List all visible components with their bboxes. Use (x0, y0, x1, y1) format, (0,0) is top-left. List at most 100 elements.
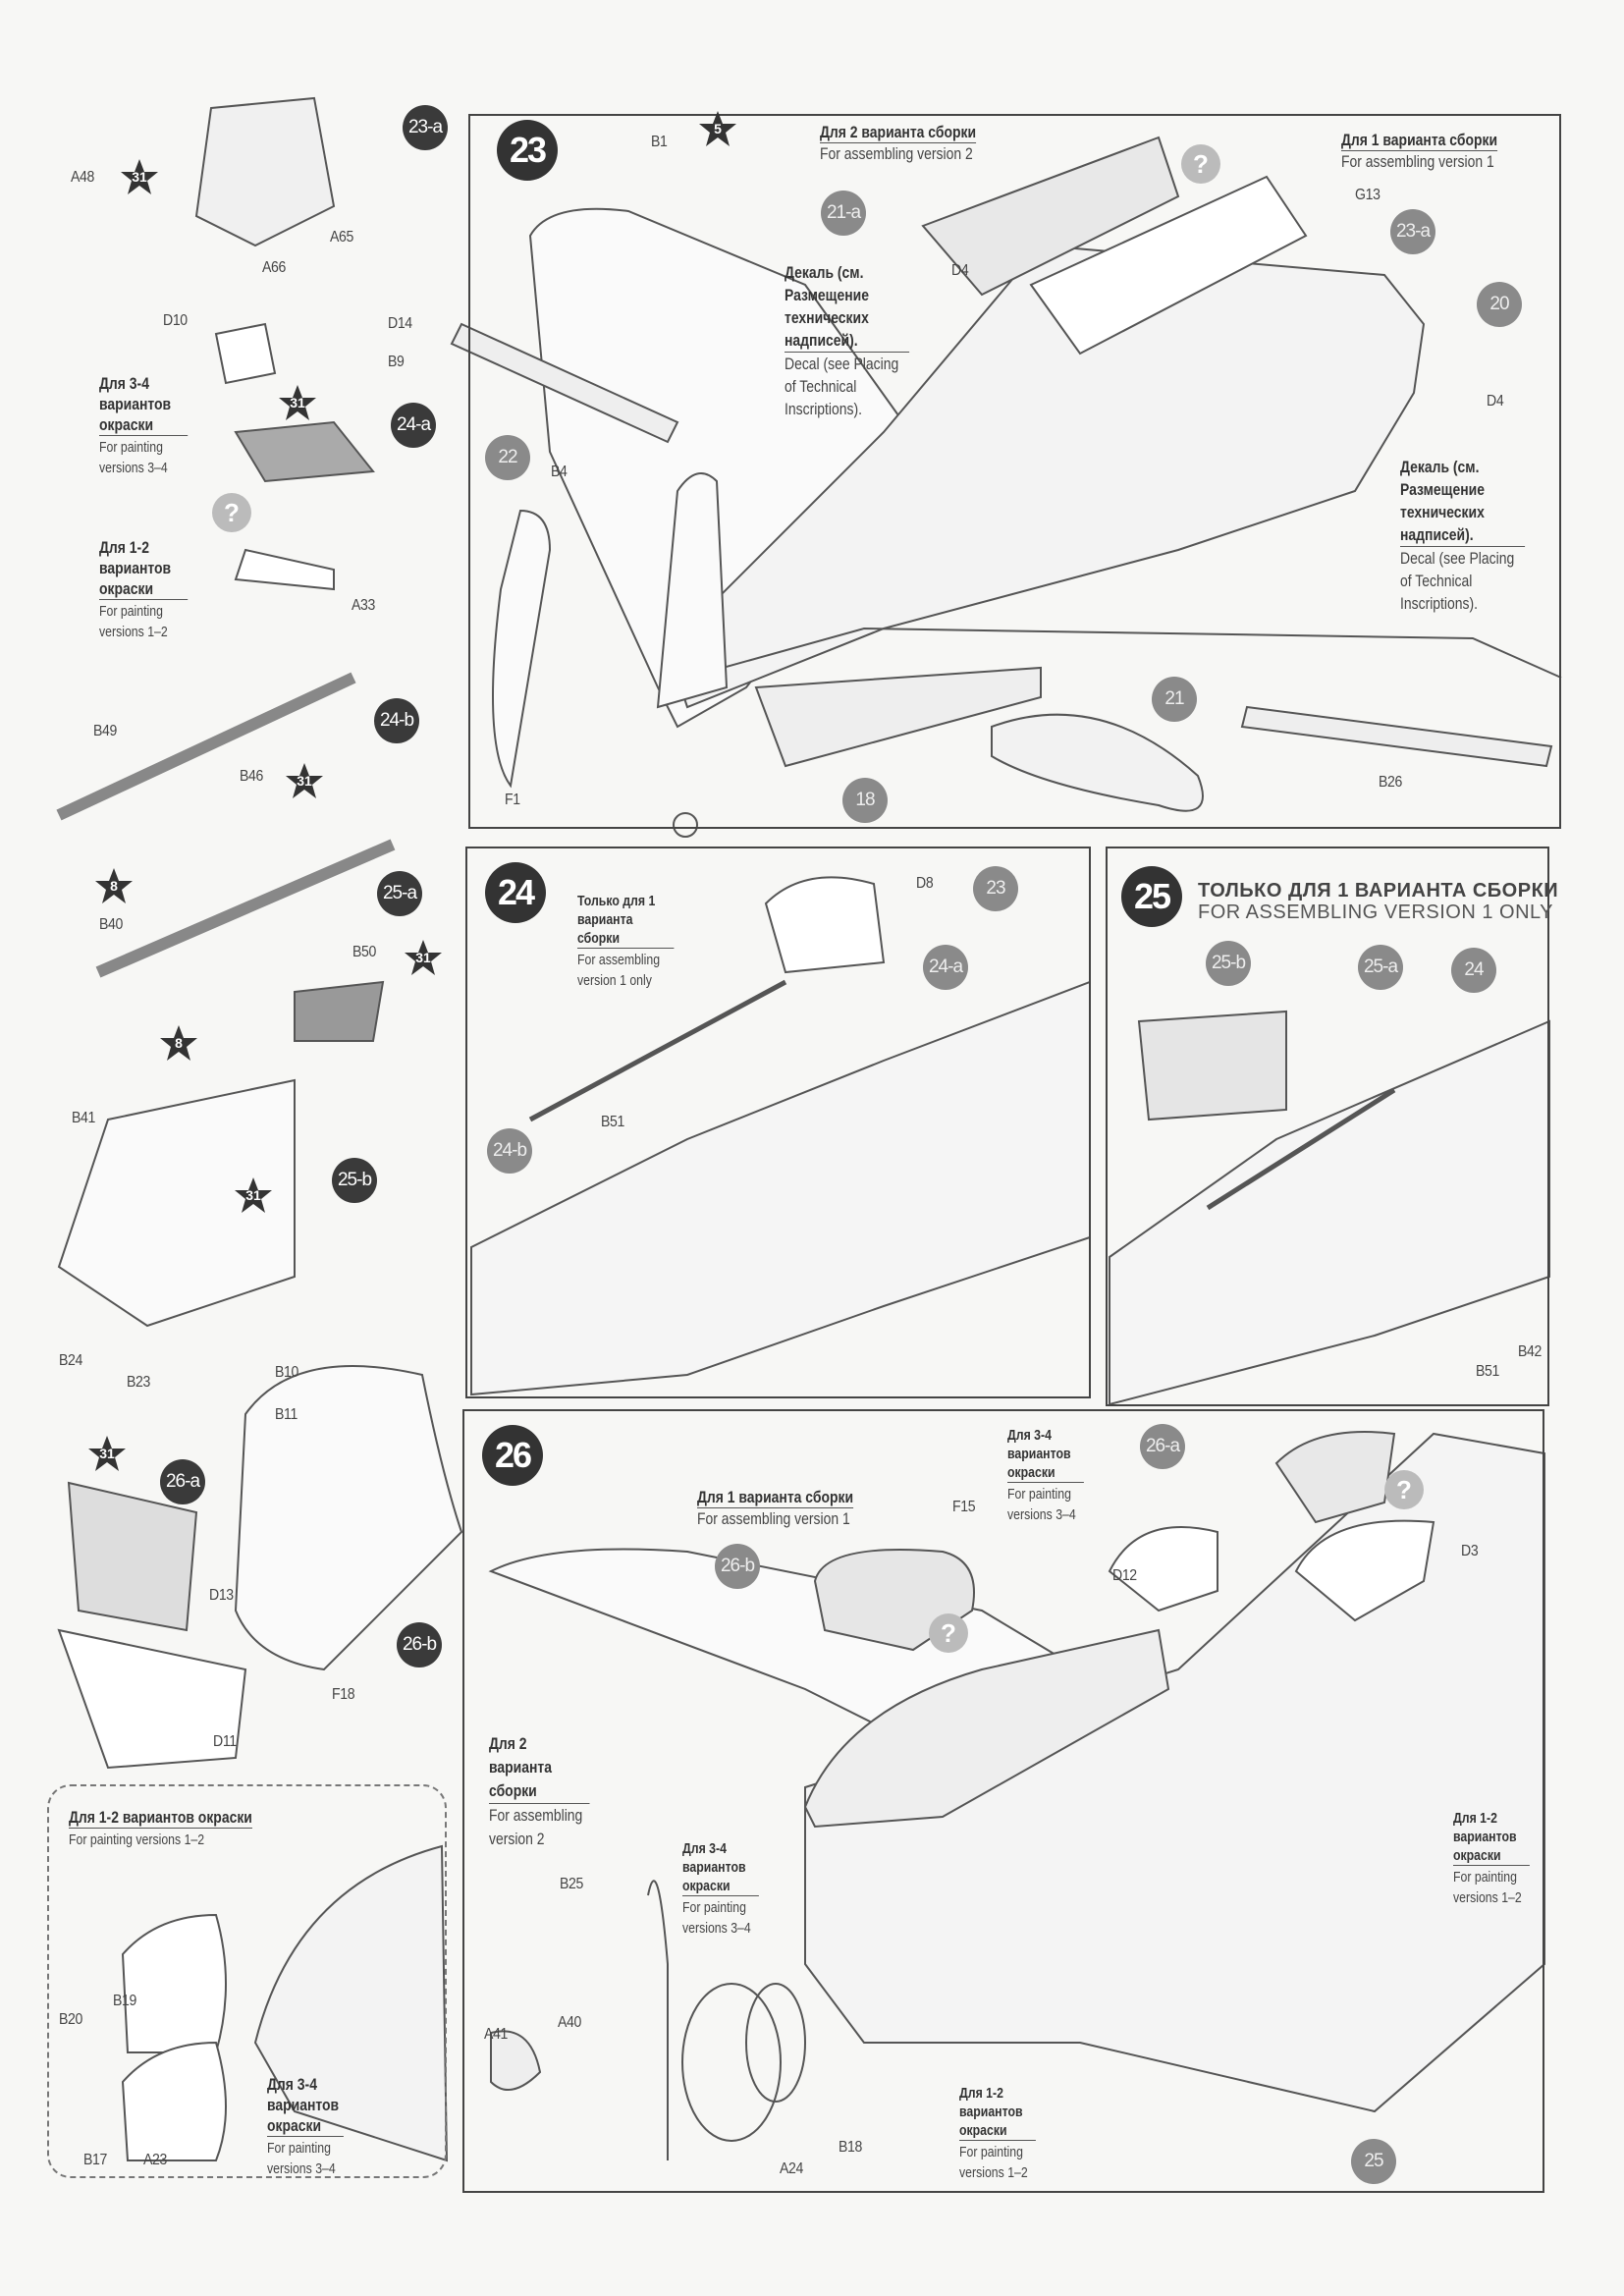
ref-25b-badge: 25-b (1206, 941, 1251, 986)
part-label: B49 (93, 723, 118, 739)
ref-24-badge: 24 (1451, 948, 1496, 993)
part-label: A40 (558, 2014, 582, 2031)
question-icon: ? (212, 493, 251, 532)
glue-star-icon: 31 (120, 157, 159, 196)
part-label: B18 (839, 2139, 863, 2156)
part-label: A33 (352, 597, 376, 614)
ref-21a-badge: 21-a (821, 191, 866, 236)
step24-drawing (470, 876, 1091, 1396)
ref-18-badge: 18 (842, 778, 888, 823)
step-26-panel (462, 1409, 1544, 2193)
spinner-options-box (47, 1784, 447, 2178)
step-25-badge: 25 (1121, 866, 1182, 927)
part-label: B9 (388, 354, 405, 370)
ref-26b-badge: 26-b (715, 1544, 760, 1589)
part-label: F1 (505, 792, 520, 808)
question-icon: ? (1181, 144, 1220, 184)
ref-23a-badge: 23-a (1390, 209, 1435, 254)
glue-star-icon: 31 (404, 938, 443, 977)
glue-star-icon: 31 (87, 1434, 127, 1473)
part-label: A48 (71, 169, 95, 186)
part-label: B25 (560, 1876, 584, 1892)
part-label: D11 (213, 1733, 237, 1750)
part-label: B19 (113, 1993, 137, 2009)
part-label: F18 (332, 1686, 355, 1703)
ref-25a-badge: 25-a (1358, 945, 1403, 990)
step-25-panel (1106, 847, 1549, 1406)
part-label: A24 (780, 2160, 804, 2177)
part-label: A23 (143, 2152, 168, 2168)
part-label: B51 (1476, 1363, 1500, 1380)
step26-drawing (488, 1431, 1545, 2160)
glue-star-icon: 31 (278, 383, 317, 422)
part-label: B20 (59, 2011, 83, 2028)
ref-21-badge: 21 (1152, 677, 1197, 722)
step25-drawing (1109, 1010, 1550, 1406)
part-label: D14 (388, 315, 412, 332)
part-label: B51 (601, 1114, 625, 1130)
part-label: B50 (352, 944, 377, 960)
subassembly-26a-badge: 26-a (160, 1459, 205, 1504)
part-label: D10 (163, 312, 188, 329)
part-label: B1 (651, 134, 668, 150)
step-23-panel (468, 114, 1561, 829)
ref-20-badge: 20 (1477, 282, 1522, 327)
decal-note: Декаль (см. Размещение технических надпи… (1400, 456, 1526, 615)
step-24-badge: 24 (485, 862, 546, 923)
glue-star-icon: 5 (698, 109, 737, 148)
ref-22-badge: 22 (485, 435, 530, 480)
step-23-badge: 23 (497, 120, 558, 181)
subassembly-24a-badge: 24-a (391, 403, 436, 448)
part-label: D3 (1461, 1543, 1479, 1559)
part-label: D13 (209, 1587, 234, 1604)
glue-star-icon: 31 (285, 761, 324, 800)
part-label: F15 (952, 1499, 976, 1515)
part-label: G13 (1355, 187, 1380, 203)
subassembly-23a-badge: 23-a (403, 105, 448, 150)
ref-24b-badge: 24-b (487, 1128, 532, 1174)
ref-26a-badge: 26-a (1140, 1424, 1185, 1469)
part-label: B40 (99, 916, 124, 933)
step-24-panel (465, 847, 1091, 1398)
subassembly-25a-badge: 25-a (377, 871, 422, 916)
ref-23-badge: 23 (973, 866, 1018, 911)
part-label: B23 (127, 1374, 151, 1391)
subassembly-26b-badge: 26-b (397, 1622, 442, 1667)
part-label: B11 (275, 1406, 298, 1423)
part-label: B10 (275, 1364, 299, 1381)
glue-star-icon: 31 (234, 1175, 273, 1215)
question-icon: ? (929, 1613, 968, 1653)
part-label: B26 (1379, 774, 1403, 791)
glue-star-icon: 8 (94, 866, 134, 905)
part-label: B17 (83, 2152, 108, 2168)
glue-star-icon: 8 (159, 1023, 198, 1063)
part-label: B4 (551, 464, 568, 480)
subassembly-24b-badge: 24-b (374, 698, 419, 743)
part-label: D4 (1487, 393, 1504, 410)
part-label: B24 (59, 1352, 83, 1369)
part-label: A66 (262, 259, 287, 276)
ref-25-badge: 25 (1351, 2139, 1396, 2184)
part-label: B41 (72, 1110, 96, 1126)
part-label: D8 (916, 875, 934, 892)
ref-24a-badge: 24-a (923, 945, 968, 990)
left-column-parts-drawing (56, 96, 463, 2162)
step23-aircraft-drawing (450, 136, 1562, 838)
subassembly-25b-badge: 25-b (332, 1158, 377, 1203)
part-label: A65 (330, 229, 354, 246)
part-label: A41 (484, 2026, 509, 2043)
